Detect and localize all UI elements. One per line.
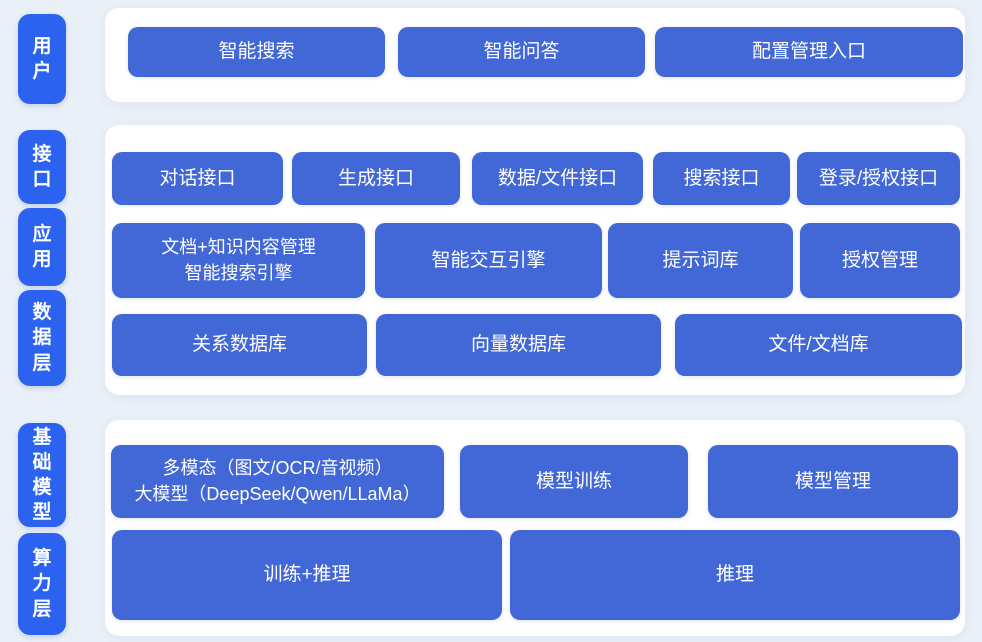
box-file-doc-store-label: 文件/文档库 xyxy=(768,334,869,356)
box-config-entry: 配置管理入口 xyxy=(655,27,963,77)
box-inference: 推理 xyxy=(510,530,960,620)
box-data-file-api-label: 数据/文件接口 xyxy=(497,167,618,189)
box-multimodal-llm: 多模态（图文/OCR/音视频） 大模型（DeepSeek/Qwen/LLaMa） xyxy=(111,445,444,518)
box-prompt-library-label: 提示词库 xyxy=(662,249,739,271)
box-smart-qa-label: 智能问答 xyxy=(483,41,560,63)
box-generation-api: 生成接口 xyxy=(292,152,460,205)
layer-label-user-text: 用户 xyxy=(32,35,52,82)
box-relational-db-label: 关系数据库 xyxy=(191,334,287,356)
box-auth-management-label: 授权管理 xyxy=(841,249,918,271)
layer-label-compute-text: 算力层 xyxy=(32,548,52,620)
panel-user-layer: 智能搜索 智能问答 配置管理入口 xyxy=(105,8,965,102)
box-inference-label: 推理 xyxy=(715,564,754,586)
panel-foundation-layer: 多模态（图文/OCR/音视频） 大模型（DeepSeek/Qwen/LLaMa）… xyxy=(105,420,965,636)
box-search-api-label: 搜索接口 xyxy=(683,167,760,189)
box-prompt-library: 提示词库 xyxy=(608,223,793,298)
panel-platform-layer: 对话接口 生成接口 数据/文件接口 搜索接口 登录/授权接口 文档+知识内容管理… xyxy=(105,125,965,395)
box-smart-qa: 智能问答 xyxy=(398,27,645,77)
box-generation-api-label: 生成接口 xyxy=(337,167,414,189)
box-relational-db: 关系数据库 xyxy=(112,314,367,376)
box-login-auth-api: 登录/授权接口 xyxy=(797,152,960,205)
box-vector-db: 向量数据库 xyxy=(376,314,661,376)
box-search-api: 搜索接口 xyxy=(653,152,790,205)
box-train-inference: 训练+推理 xyxy=(112,530,502,620)
layer-label-application: 应用 xyxy=(18,208,66,286)
box-file-doc-store: 文件/文档库 xyxy=(675,314,962,376)
box-config-entry-label: 配置管理入口 xyxy=(751,41,866,63)
box-multimodal-line2: 大模型（DeepSeek/Qwen/LLaMa） xyxy=(134,483,421,504)
box-interaction-engine-label: 智能交互引擎 xyxy=(431,249,546,271)
layer-label-data: 数据层 xyxy=(18,290,66,386)
box-multimodal-line1: 多模态（图文/OCR/音视频） xyxy=(162,458,393,479)
box-smart-search-label: 智能搜索 xyxy=(218,41,295,63)
layer-label-interface-text: 接口 xyxy=(32,143,52,190)
box-dialog-api-label: 对话接口 xyxy=(159,167,236,189)
box-model-management-label: 模型管理 xyxy=(794,470,871,492)
box-auth-management: 授权管理 xyxy=(800,223,960,298)
box-login-auth-api-label: 登录/授权接口 xyxy=(818,167,939,189)
layer-label-foundation-model: 基础模型 xyxy=(18,423,66,527)
box-model-training-label: 模型训练 xyxy=(535,470,612,492)
box-doc-knowledge-engine: 文档+知识内容管理 智能搜索引擎 xyxy=(112,223,365,298)
layer-label-application-text: 应用 xyxy=(32,223,52,270)
box-model-training: 模型训练 xyxy=(460,445,688,518)
box-data-file-api: 数据/文件接口 xyxy=(472,152,643,205)
box-doc-knowledge-line2: 智能搜索引擎 xyxy=(184,262,293,283)
box-doc-knowledge-line1: 文档+知识内容管理 xyxy=(161,237,316,258)
layer-label-data-text: 数据层 xyxy=(32,302,52,374)
layer-label-foundation-model-text: 基础模型 xyxy=(32,426,52,524)
layer-label-interface: 接口 xyxy=(18,130,66,204)
box-model-management: 模型管理 xyxy=(708,445,958,518)
box-dialog-api: 对话接口 xyxy=(112,152,283,205)
box-vector-db-label: 向量数据库 xyxy=(470,334,566,356)
layer-label-compute: 算力层 xyxy=(18,533,66,635)
box-train-inference-label: 训练+推理 xyxy=(263,564,351,586)
layer-label-user: 用户 xyxy=(18,14,66,104)
box-interaction-engine: 智能交互引擎 xyxy=(375,223,602,298)
box-smart-search: 智能搜索 xyxy=(128,27,385,77)
